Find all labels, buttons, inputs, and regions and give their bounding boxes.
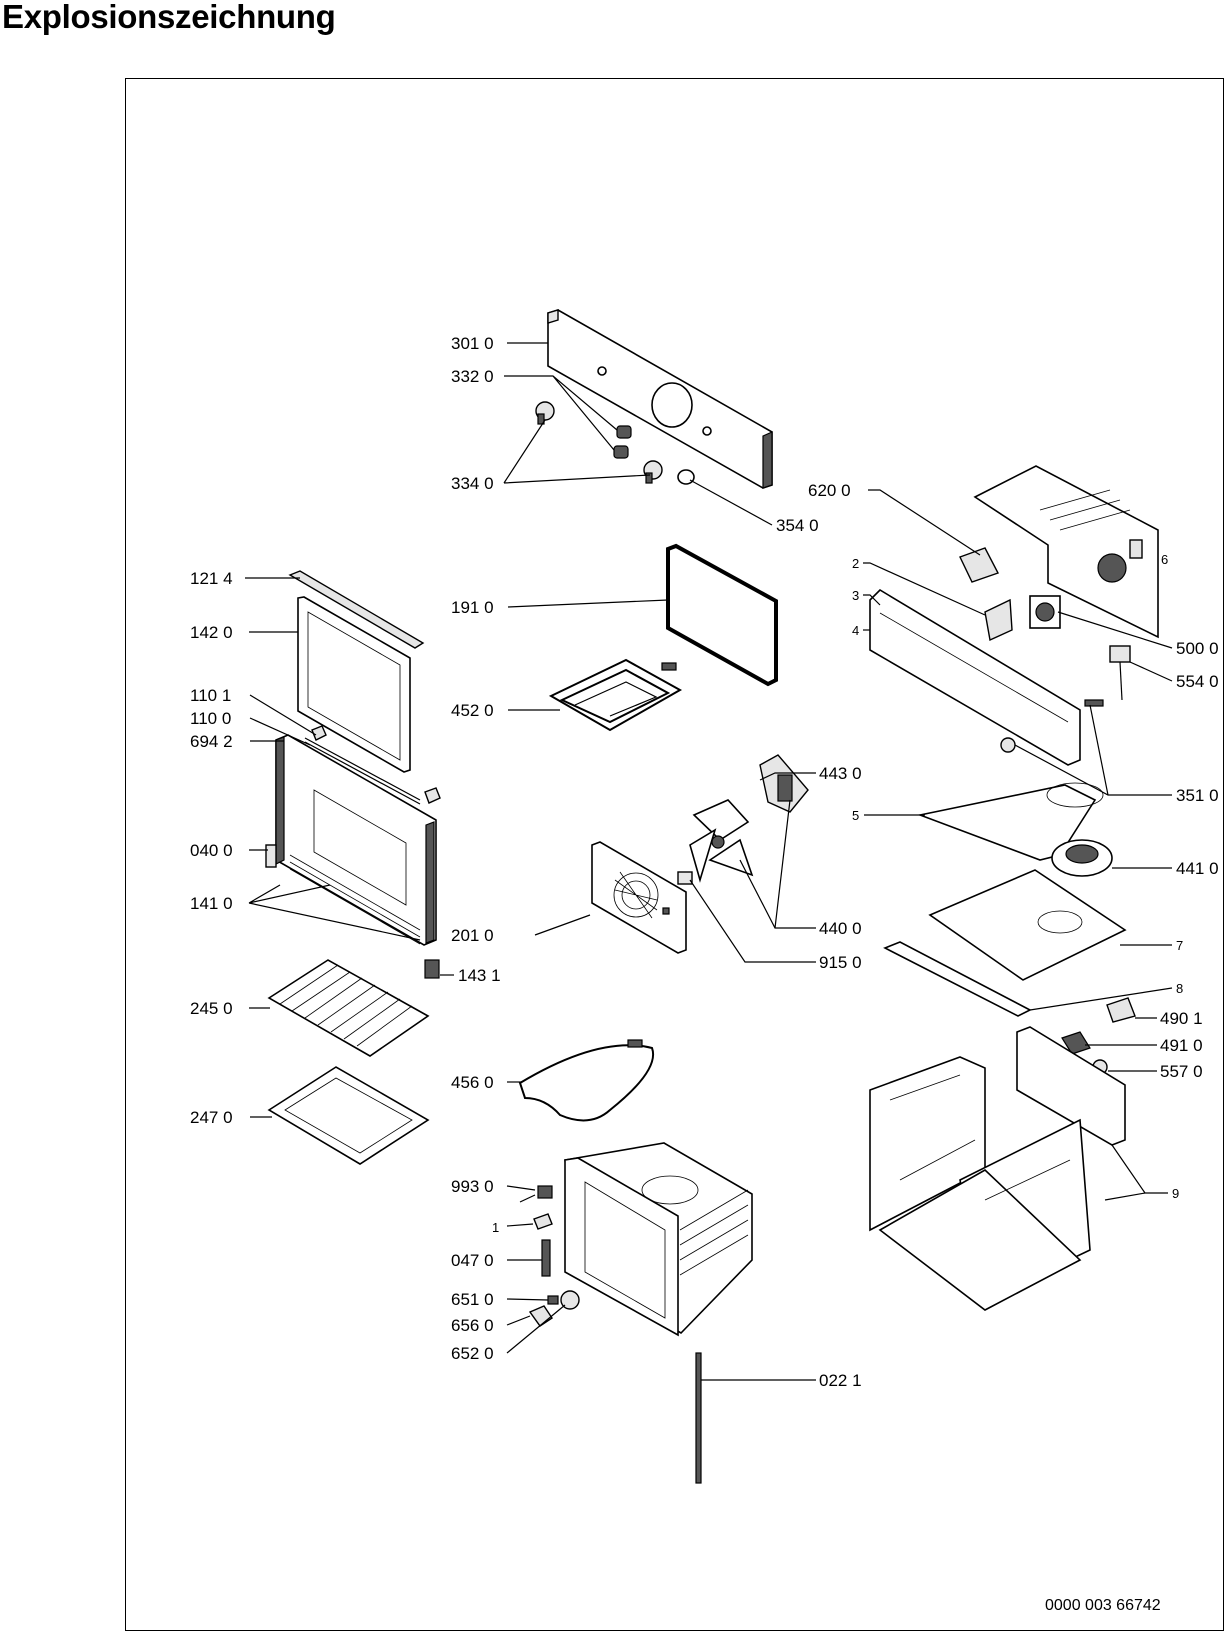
label-5: 5 xyxy=(852,808,859,823)
label-351-0: 351 0 xyxy=(1176,786,1219,805)
front-frame-part xyxy=(869,588,1104,766)
label-443-0: 443 0 xyxy=(819,764,862,783)
label-8: 8 xyxy=(1176,981,1183,996)
label-491-0: 491 0 xyxy=(1160,1036,1203,1055)
label-110-0: 110 0 xyxy=(190,709,231,728)
label-191-0: 191 0 xyxy=(451,598,494,617)
timer-part xyxy=(1029,595,1061,629)
fan-motor-part xyxy=(689,754,809,883)
control-panel-part xyxy=(547,309,773,489)
housing-part xyxy=(869,1026,1126,1311)
label-554-0: 554 0 xyxy=(1176,672,1219,691)
label-652-0: 652 0 xyxy=(451,1344,494,1363)
page-title: Explosionszeichnung xyxy=(2,0,336,35)
label-456-0: 456 0 xyxy=(451,1073,494,1092)
top-cover-part xyxy=(973,465,1159,639)
label-6: 6 xyxy=(1161,552,1168,567)
label-245-0: 245 0 xyxy=(190,999,233,1018)
rod-part xyxy=(695,1352,702,1484)
label-121-4: 121 4 xyxy=(190,569,233,588)
wire-shelf-part xyxy=(267,959,430,1057)
selector-switch-part xyxy=(959,547,999,583)
label-656-0: 656 0 xyxy=(451,1316,494,1335)
label-915-0: 915 0 xyxy=(819,953,862,972)
label-022-1: 022 1 xyxy=(819,1371,862,1390)
label-440-0: 440 0 xyxy=(819,919,862,938)
oven-cavity-part xyxy=(564,1142,753,1337)
label-452-0: 452 0 xyxy=(451,701,494,720)
fan-nut-part xyxy=(677,871,693,885)
bottom-heating-element-part xyxy=(518,1039,655,1122)
label-500-0: 500 0 xyxy=(1176,639,1219,658)
knob-small-part xyxy=(613,425,632,459)
door-glass-part xyxy=(297,596,411,773)
label-301-0: 301 0 xyxy=(451,334,494,353)
label-143-1: 143 1 xyxy=(458,966,501,985)
air-duct-part xyxy=(917,782,1104,861)
fan-cover-panel-part xyxy=(591,841,687,954)
label-334-0: 334 0 xyxy=(451,474,494,493)
label-651-0: 651 0 xyxy=(451,1290,494,1309)
door-inner-frame-part xyxy=(265,734,437,946)
bottom-cover-part xyxy=(883,869,1127,1017)
door-hinge-part xyxy=(304,725,441,805)
label-2: 2 xyxy=(852,556,859,571)
label-141-0: 141 0 xyxy=(190,894,233,913)
top-heating-element-part xyxy=(548,658,683,732)
label-441-0: 441 0 xyxy=(1176,859,1219,878)
label-694-2: 694 2 xyxy=(190,732,233,751)
label-247-0: 247 0 xyxy=(190,1108,233,1127)
drawing-frame xyxy=(125,78,1224,1631)
label-354-0: 354 0 xyxy=(776,516,819,535)
small-fittings-part xyxy=(519,1185,580,1327)
label-332-0: 332 0 xyxy=(451,367,494,386)
label-3: 3 xyxy=(852,588,859,603)
label-201-0: 201 0 xyxy=(451,926,494,945)
leader-lines xyxy=(245,342,1173,1381)
label-142-0: 142 0 xyxy=(190,623,233,642)
label-620-0: 620 0 xyxy=(808,481,851,500)
label-4: 4 xyxy=(852,623,859,638)
label-047-0: 047 0 xyxy=(451,1251,494,1270)
label-9: 9 xyxy=(1172,1186,1179,1201)
door-clip-part xyxy=(424,959,440,979)
part-labels: 301 0 332 0 334 0 354 0 620 0 6 2 3 4 50… xyxy=(190,334,1219,1390)
cooling-fan-part xyxy=(1051,839,1113,877)
label-040-0: 040 0 xyxy=(190,841,233,860)
door-seal-part xyxy=(666,543,778,687)
label-1: 1 xyxy=(492,1220,499,1235)
terminal-part xyxy=(1061,1031,1091,1055)
label-557-0: 557 0 xyxy=(1160,1062,1203,1081)
label-7: 7 xyxy=(1176,938,1183,953)
thermostat-part xyxy=(1109,645,1131,701)
label-490-1: 490 1 xyxy=(1160,1009,1203,1028)
label-993-0: 993 0 xyxy=(451,1177,494,1196)
connector-part xyxy=(1106,997,1136,1023)
baking-tray-part xyxy=(267,1066,430,1165)
door-handle-part xyxy=(288,570,425,649)
indicator-lamp-part xyxy=(677,469,695,485)
label-110-1: 110 1 xyxy=(190,686,231,705)
document-number: 0000 003 66742 xyxy=(1045,1597,1161,1614)
